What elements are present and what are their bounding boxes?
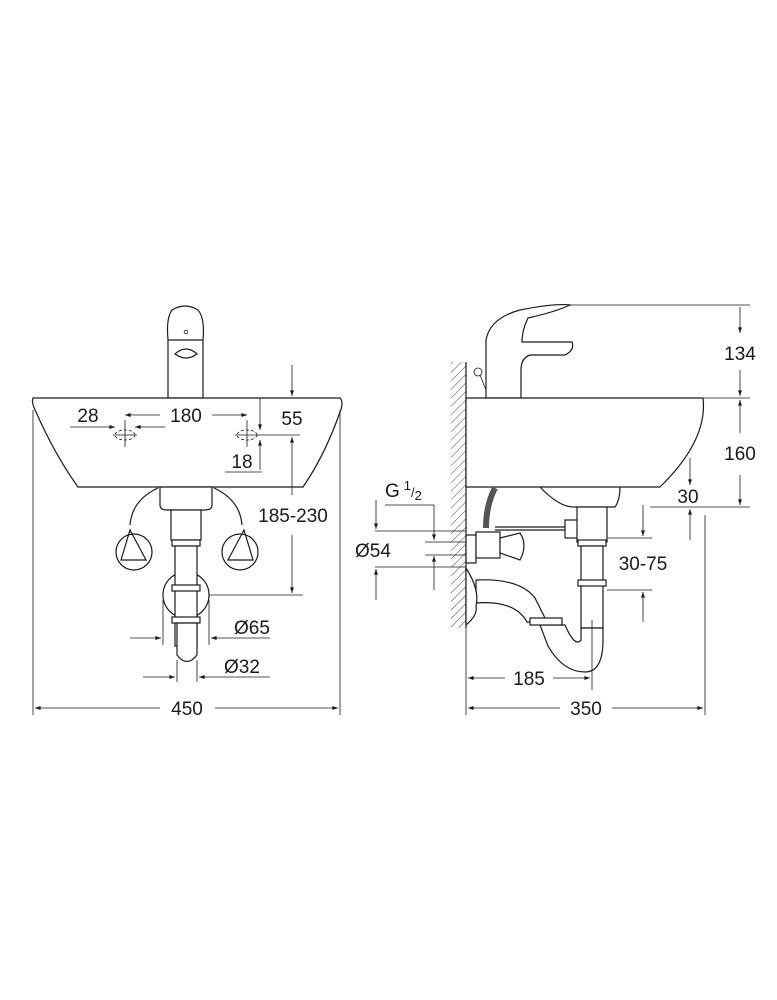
dim-overall-width: 450 — [171, 699, 203, 720]
wall-hatch — [451, 362, 466, 628]
dim-hole-spacing: 180 — [170, 406, 202, 427]
dim-overall-depth: 350 — [570, 699, 602, 720]
front-dimensions: 450 28 180 18 55 185-230 Ø65 — [32, 365, 341, 720]
dim-trap-projection: 185 — [513, 669, 545, 690]
supply-hoses-front — [115, 487, 259, 571]
trap-side — [465, 506, 608, 673]
dim-trap-height: 185-230 — [258, 506, 328, 527]
dim-rosette-side: Ø54 — [355, 541, 391, 562]
dim-rosette-diameter: Ø65 — [234, 618, 270, 639]
dim-waste-diameter: Ø32 — [224, 657, 260, 678]
basin-front — [31, 397, 343, 488]
dim-trap-adjust: 30-75 — [619, 554, 668, 575]
supply-side — [465, 486, 580, 564]
dim-hole-offset: 18 — [231, 452, 252, 473]
front-view: 450 28 180 18 55 185-230 Ø65 — [31, 305, 343, 720]
tap-holes — [113, 420, 300, 447]
faucet-side — [473, 303, 574, 399]
dim-basin-height: 160 — [724, 444, 756, 465]
faucet-front — [166, 305, 205, 399]
dim-hole-diameter: 28 — [77, 406, 98, 427]
dim-waste-offset: 30 — [677, 487, 698, 508]
trap-front — [159, 486, 213, 663]
dim-hole-depth: 55 — [281, 409, 302, 430]
dim-faucet-height: 134 — [724, 344, 756, 365]
basin-side — [465, 397, 705, 488]
